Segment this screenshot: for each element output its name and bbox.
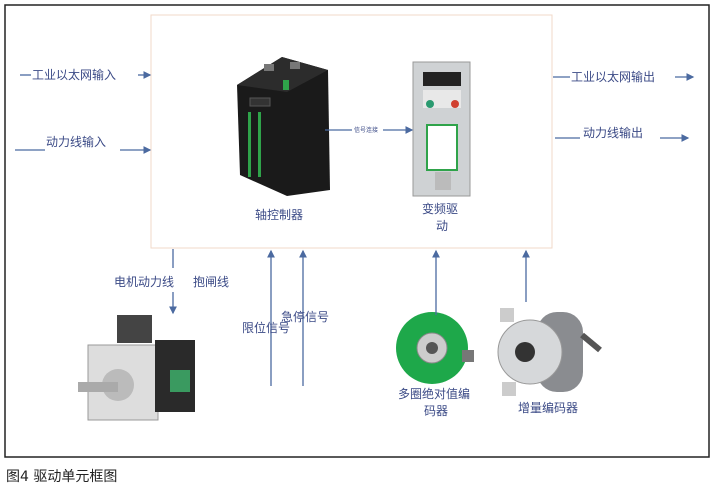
incremental-encoder-image — [497, 308, 602, 396]
axis-controller-label: 轴控制器 — [255, 207, 303, 222]
vfd-image — [412, 61, 471, 197]
limit-label: 限位信号 — [242, 320, 290, 335]
ethernet-out-label: 工业以太网输出 — [571, 69, 655, 84]
servo-motor-image — [78, 315, 195, 421]
absolute-encoder-image — [396, 312, 474, 384]
ethernet-in-label: 工业以太网输入 — [32, 67, 116, 82]
motor-power-label: 电机动力线 — [114, 275, 174, 289]
vfd-label-line1: 变频驱 — [422, 201, 458, 216]
axis-controller-image — [237, 57, 330, 196]
unit-box — [150, 14, 553, 249]
power-in-label: 动力线输入 — [46, 134, 106, 149]
inc-encoder-label: 增量编码器 — [518, 400, 578, 415]
power-out-label: 动力线输出 — [583, 125, 643, 140]
estop-label: 急停信号 — [281, 309, 329, 324]
signal-label: 信号连接 — [354, 126, 378, 134]
abs-encoder-label-line1: 多圈绝对值编 — [398, 386, 470, 401]
vfd-label-line2: 动 — [436, 219, 448, 233]
abs-encoder-label-line2: 码器 — [424, 404, 448, 418]
brake-label: 抱闸线 — [193, 274, 229, 289]
figure-caption: 图4 驱动单元框图 — [6, 469, 117, 485]
outer-frame — [4, 4, 710, 458]
